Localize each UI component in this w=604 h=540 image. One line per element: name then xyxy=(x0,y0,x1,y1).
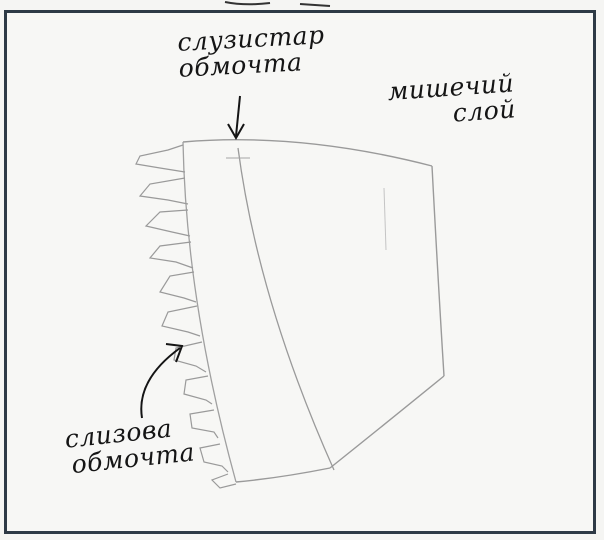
submucosa-label: слузистар обмочта xyxy=(177,22,327,82)
arrow-mucosa xyxy=(141,344,182,418)
faint-internal-line xyxy=(384,188,386,250)
top-edge-ink-mark xyxy=(225,2,330,6)
submucosa-boundary-line xyxy=(238,148,334,470)
arrow-submucosa xyxy=(228,96,244,138)
muscle-layer-label: мишечий слой xyxy=(350,70,516,134)
